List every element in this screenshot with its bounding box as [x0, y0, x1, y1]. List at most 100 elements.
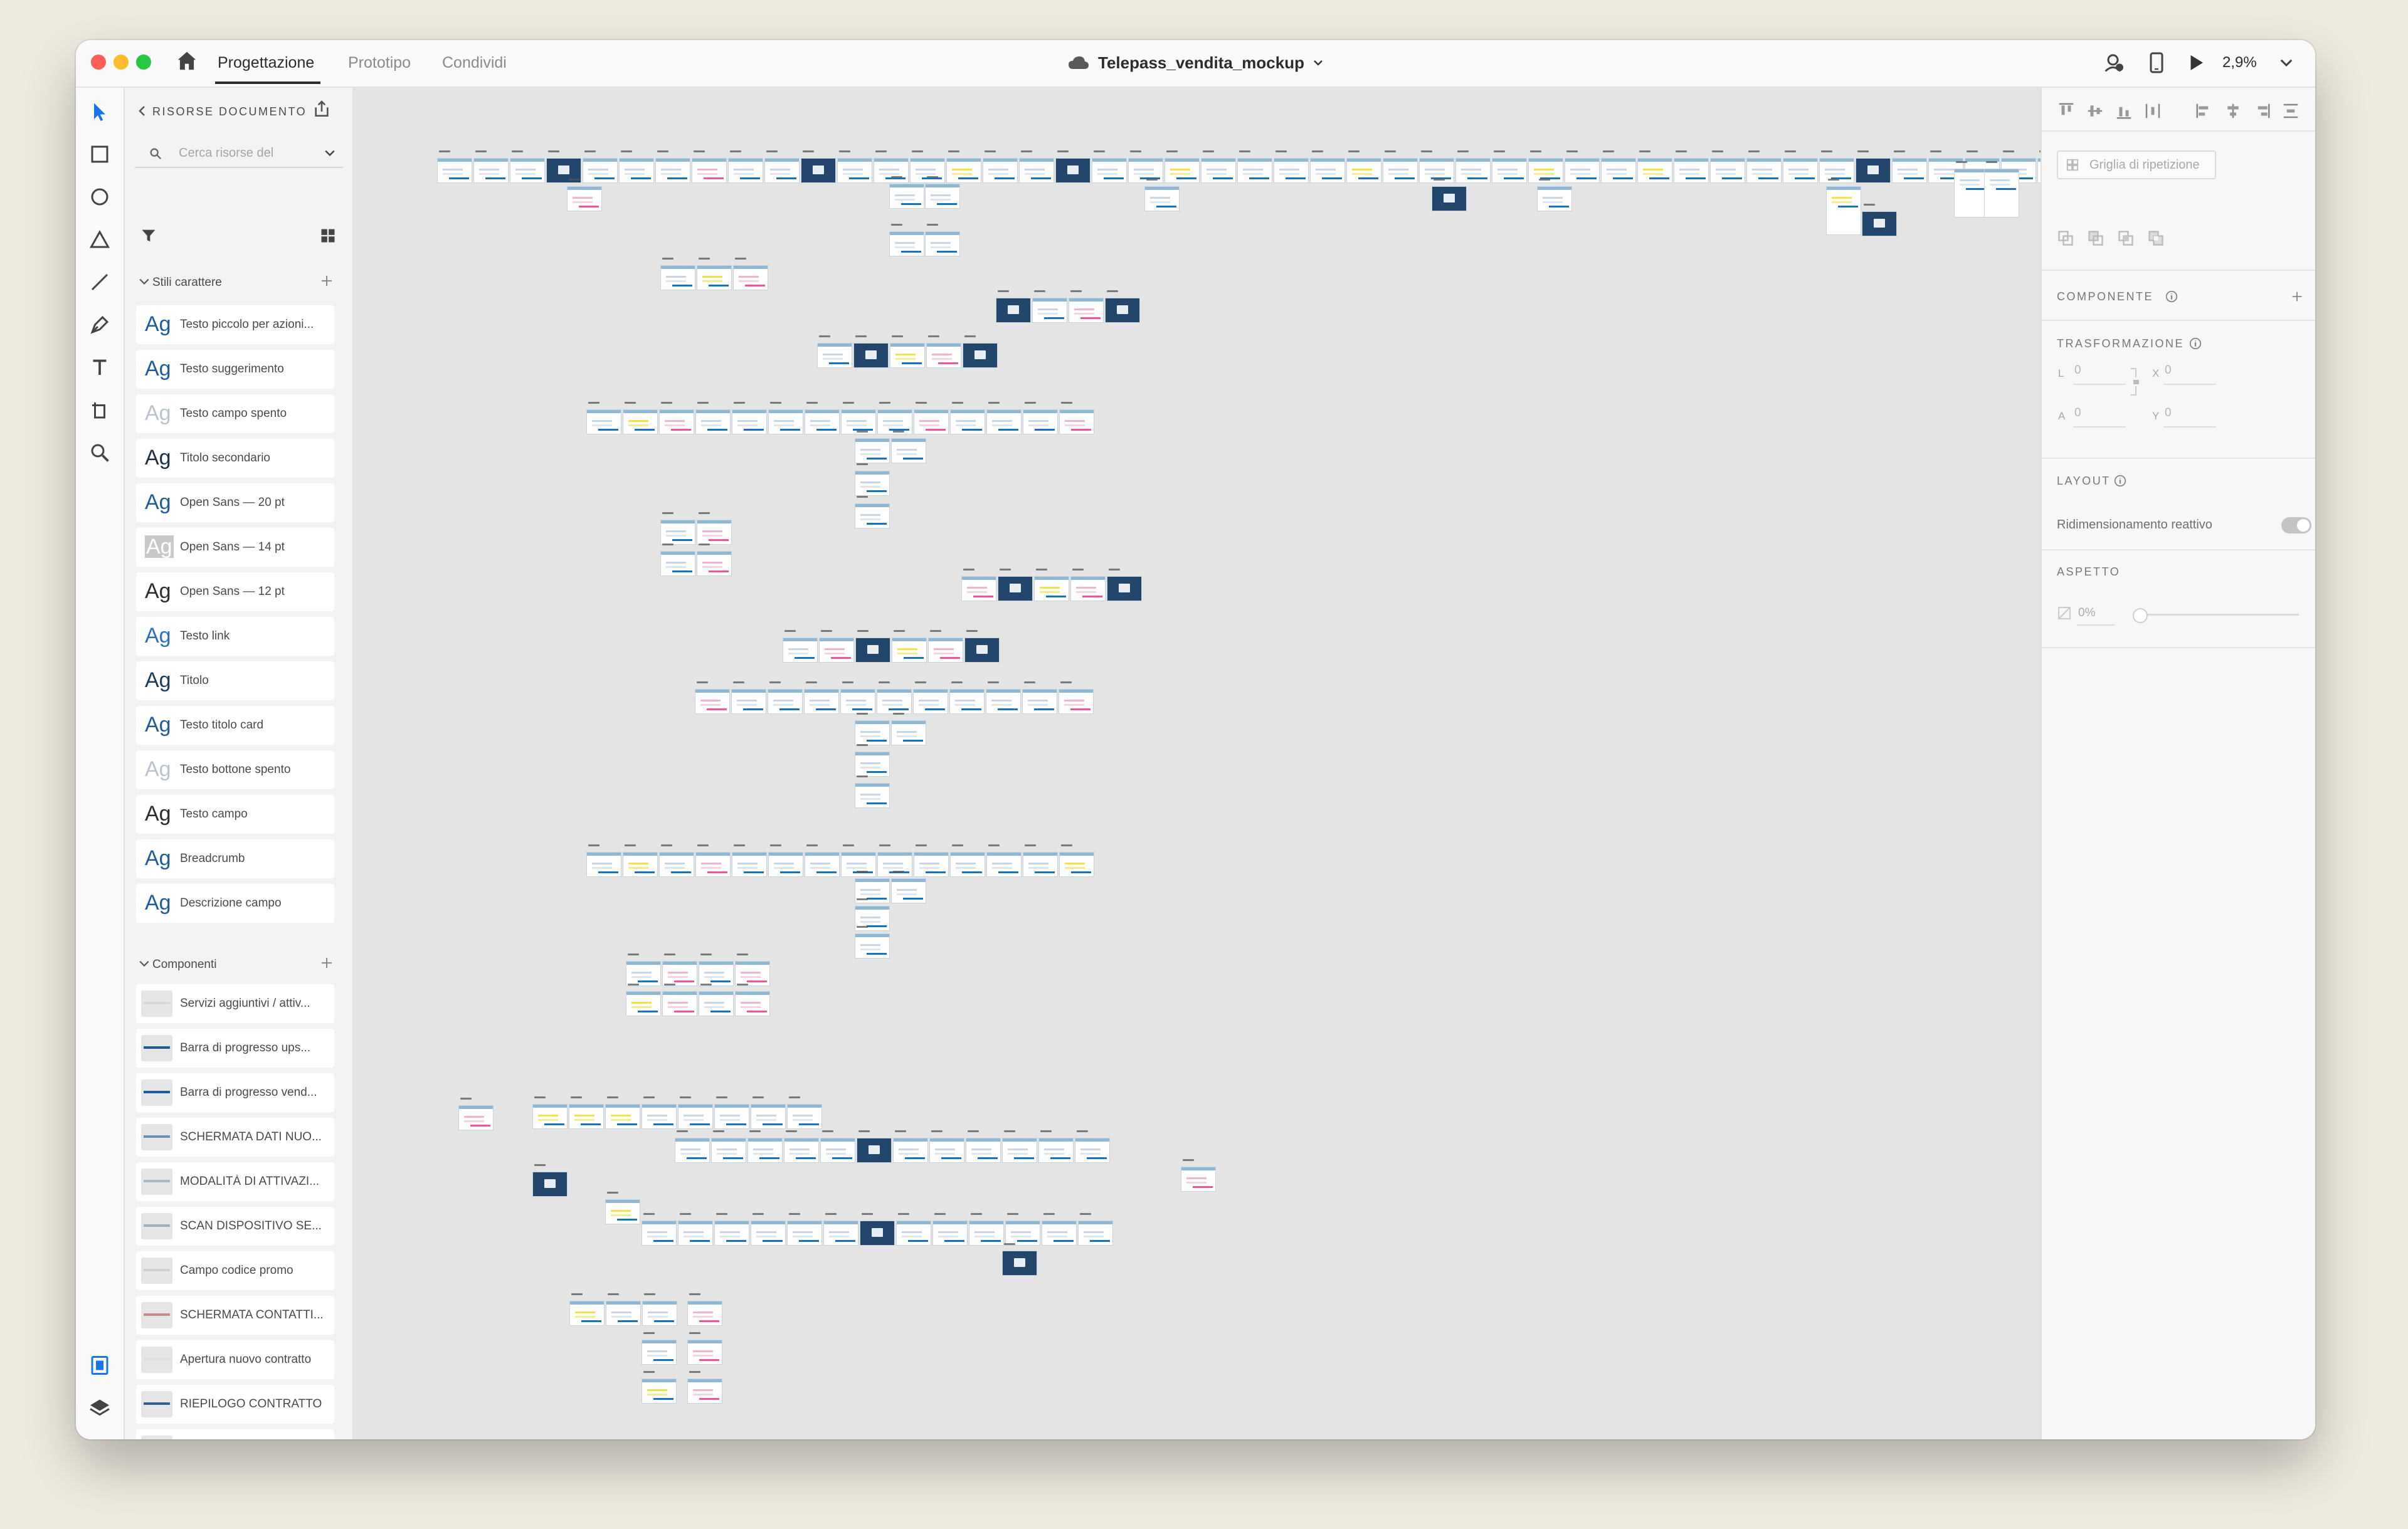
document-assets-icon[interactable] [88, 1354, 111, 1377]
artboard-thumbnail[interactable] [695, 681, 729, 713]
artboard-thumbnail[interactable] [930, 1130, 964, 1162]
artboard-thumbnail[interactable] [877, 681, 911, 713]
filter-icon[interactable] [140, 227, 157, 244]
search-scope-chevron-icon[interactable] [324, 148, 335, 158]
tab-prototipo[interactable]: Prototipo [348, 54, 411, 71]
add-component-icon[interactable] [319, 955, 334, 970]
artboard-thumbnail[interactable] [963, 335, 997, 367]
artboard-thumbnail[interactable] [783, 630, 817, 662]
align-bottom-icon[interactable] [2115, 102, 2133, 120]
height-field[interactable]: 0 [2074, 406, 2081, 419]
artboard-thumbnail[interactable] [855, 871, 889, 903]
zoom-chevron-down-icon[interactable] [2279, 51, 2293, 74]
artboard-thumbnail[interactable] [656, 150, 690, 182]
artboard-thumbnail[interactable] [914, 844, 948, 876]
maximize-window-button[interactable] [136, 55, 151, 70]
add-char-style-icon[interactable] [319, 273, 334, 288]
artboard-thumbnail[interactable] [838, 150, 872, 182]
artboard-thumbnail[interactable] [1456, 150, 1490, 182]
search-input[interactable] [177, 143, 318, 163]
artboard-thumbnail[interactable] [510, 150, 544, 182]
zoom-level[interactable]: 2,9% [2222, 54, 2257, 71]
artboard-thumbnail[interactable] [769, 844, 803, 876]
align-middle-icon[interactable] [2086, 102, 2104, 120]
device-preview-icon[interactable] [2145, 51, 2168, 74]
artboard-thumbnail[interactable] [969, 1213, 1003, 1245]
boolean-subtract-icon[interactable] [2087, 229, 2104, 247]
artboard-thumbnail[interactable] [1538, 179, 1571, 211]
y-field[interactable]: 0 [2165, 406, 2172, 419]
artboard-thumbnail[interactable] [927, 335, 961, 367]
align-right-icon[interactable] [2252, 102, 2271, 120]
artboard-thumbnail[interactable] [459, 1098, 493, 1130]
artboard-thumbnail[interactable] [890, 176, 924, 208]
artboard-thumbnail[interactable] [732, 844, 766, 876]
artboard-thumbnail[interactable] [926, 224, 959, 256]
artboard-thumbnail[interactable] [855, 926, 889, 958]
artboard-thumbnail[interactable] [801, 150, 835, 182]
artboard-thumbnail[interactable] [892, 630, 926, 662]
artboard-thumbnail[interactable] [929, 630, 963, 662]
opacity-slider-knob[interactable] [2133, 608, 2148, 623]
boolean-intersect-icon[interactable] [2117, 229, 2135, 247]
artboard-thumbnail[interactable] [855, 744, 889, 776]
artboard-thumbnail[interactable] [933, 1213, 967, 1245]
artboard-thumbnail[interactable] [732, 681, 766, 713]
collapse-chevron-icon[interactable] [139, 276, 150, 287]
artboard-thumbnail[interactable] [962, 569, 996, 601]
info-icon[interactable] [2189, 337, 2202, 350]
design-canvas[interactable] [354, 88, 2116, 1439]
artboard-thumbnail[interactable] [1033, 290, 1067, 322]
artboard-thumbnail[interactable] [1059, 681, 1093, 713]
artboard-thumbnail[interactable] [892, 431, 926, 463]
collapse-chevron-icon[interactable] [139, 958, 150, 969]
artboard-thumbnail[interactable] [765, 150, 799, 182]
artboard-thumbnail[interactable] [983, 150, 1017, 182]
artboard-thumbnail[interactable] [642, 1371, 676, 1403]
artboard-thumbnail[interactable] [818, 335, 852, 367]
artboard-thumbnail[interactable] [696, 844, 730, 876]
artboard-thumbnail[interactable] [1079, 1213, 1112, 1245]
artboard-tool-icon[interactable] [88, 399, 111, 421]
artboard-thumbnail[interactable] [1674, 150, 1708, 182]
home-icon[interactable] [175, 49, 199, 73]
artboard-thumbnail[interactable] [688, 1371, 722, 1403]
artboard-thumbnail[interactable] [533, 1096, 567, 1128]
info-icon[interactable] [2165, 290, 2178, 303]
artboard-thumbnail[interactable] [712, 1130, 746, 1162]
artboard-thumbnail[interactable] [1274, 150, 1308, 182]
artboard-thumbnail[interactable] [679, 1096, 712, 1128]
responsive-resize-toggle[interactable] [2281, 517, 2311, 533]
artboard-thumbnail[interactable] [715, 1096, 749, 1128]
component-row[interactable]: SCAN DISPOSITIVO SE... [136, 1207, 334, 1246]
artboard-thumbnail[interactable] [860, 1213, 894, 1245]
artboard-thumbnail[interactable] [784, 1130, 818, 1162]
artboard-thumbnail[interactable] [987, 844, 1021, 876]
artboard-thumbnail[interactable] [768, 681, 802, 713]
artboard-thumbnail[interactable] [696, 402, 730, 434]
lock-aspect-icon[interactable] [2130, 366, 2141, 397]
artboard-thumbnail[interactable] [569, 1096, 603, 1128]
artboard-thumbnail[interactable] [663, 984, 697, 1016]
artboard-thumbnail[interactable] [1492, 150, 1526, 182]
artboard-thumbnail[interactable] [966, 1130, 1000, 1162]
artboard-thumbnail[interactable] [842, 402, 875, 434]
artboard-thumbnail[interactable] [820, 630, 853, 662]
artboard-thumbnail[interactable] [642, 1213, 676, 1245]
artboard-thumbnail[interactable] [1432, 179, 1466, 211]
artboard-thumbnail[interactable] [855, 431, 889, 463]
artboard-thumbnail[interactable] [587, 402, 621, 434]
artboard-thumbnail[interactable] [736, 984, 769, 1016]
artboard-thumbnail[interactable] [474, 150, 508, 182]
share-user-icon[interactable] [2103, 51, 2125, 74]
artboard-thumbnail[interactable] [751, 1213, 785, 1245]
artboard-thumbnail[interactable] [1529, 150, 1563, 182]
text-tool-icon[interactable] [88, 356, 111, 379]
artboard-thumbnail[interactable] [855, 713, 889, 745]
boolean-exclude-icon[interactable] [2147, 229, 2165, 247]
